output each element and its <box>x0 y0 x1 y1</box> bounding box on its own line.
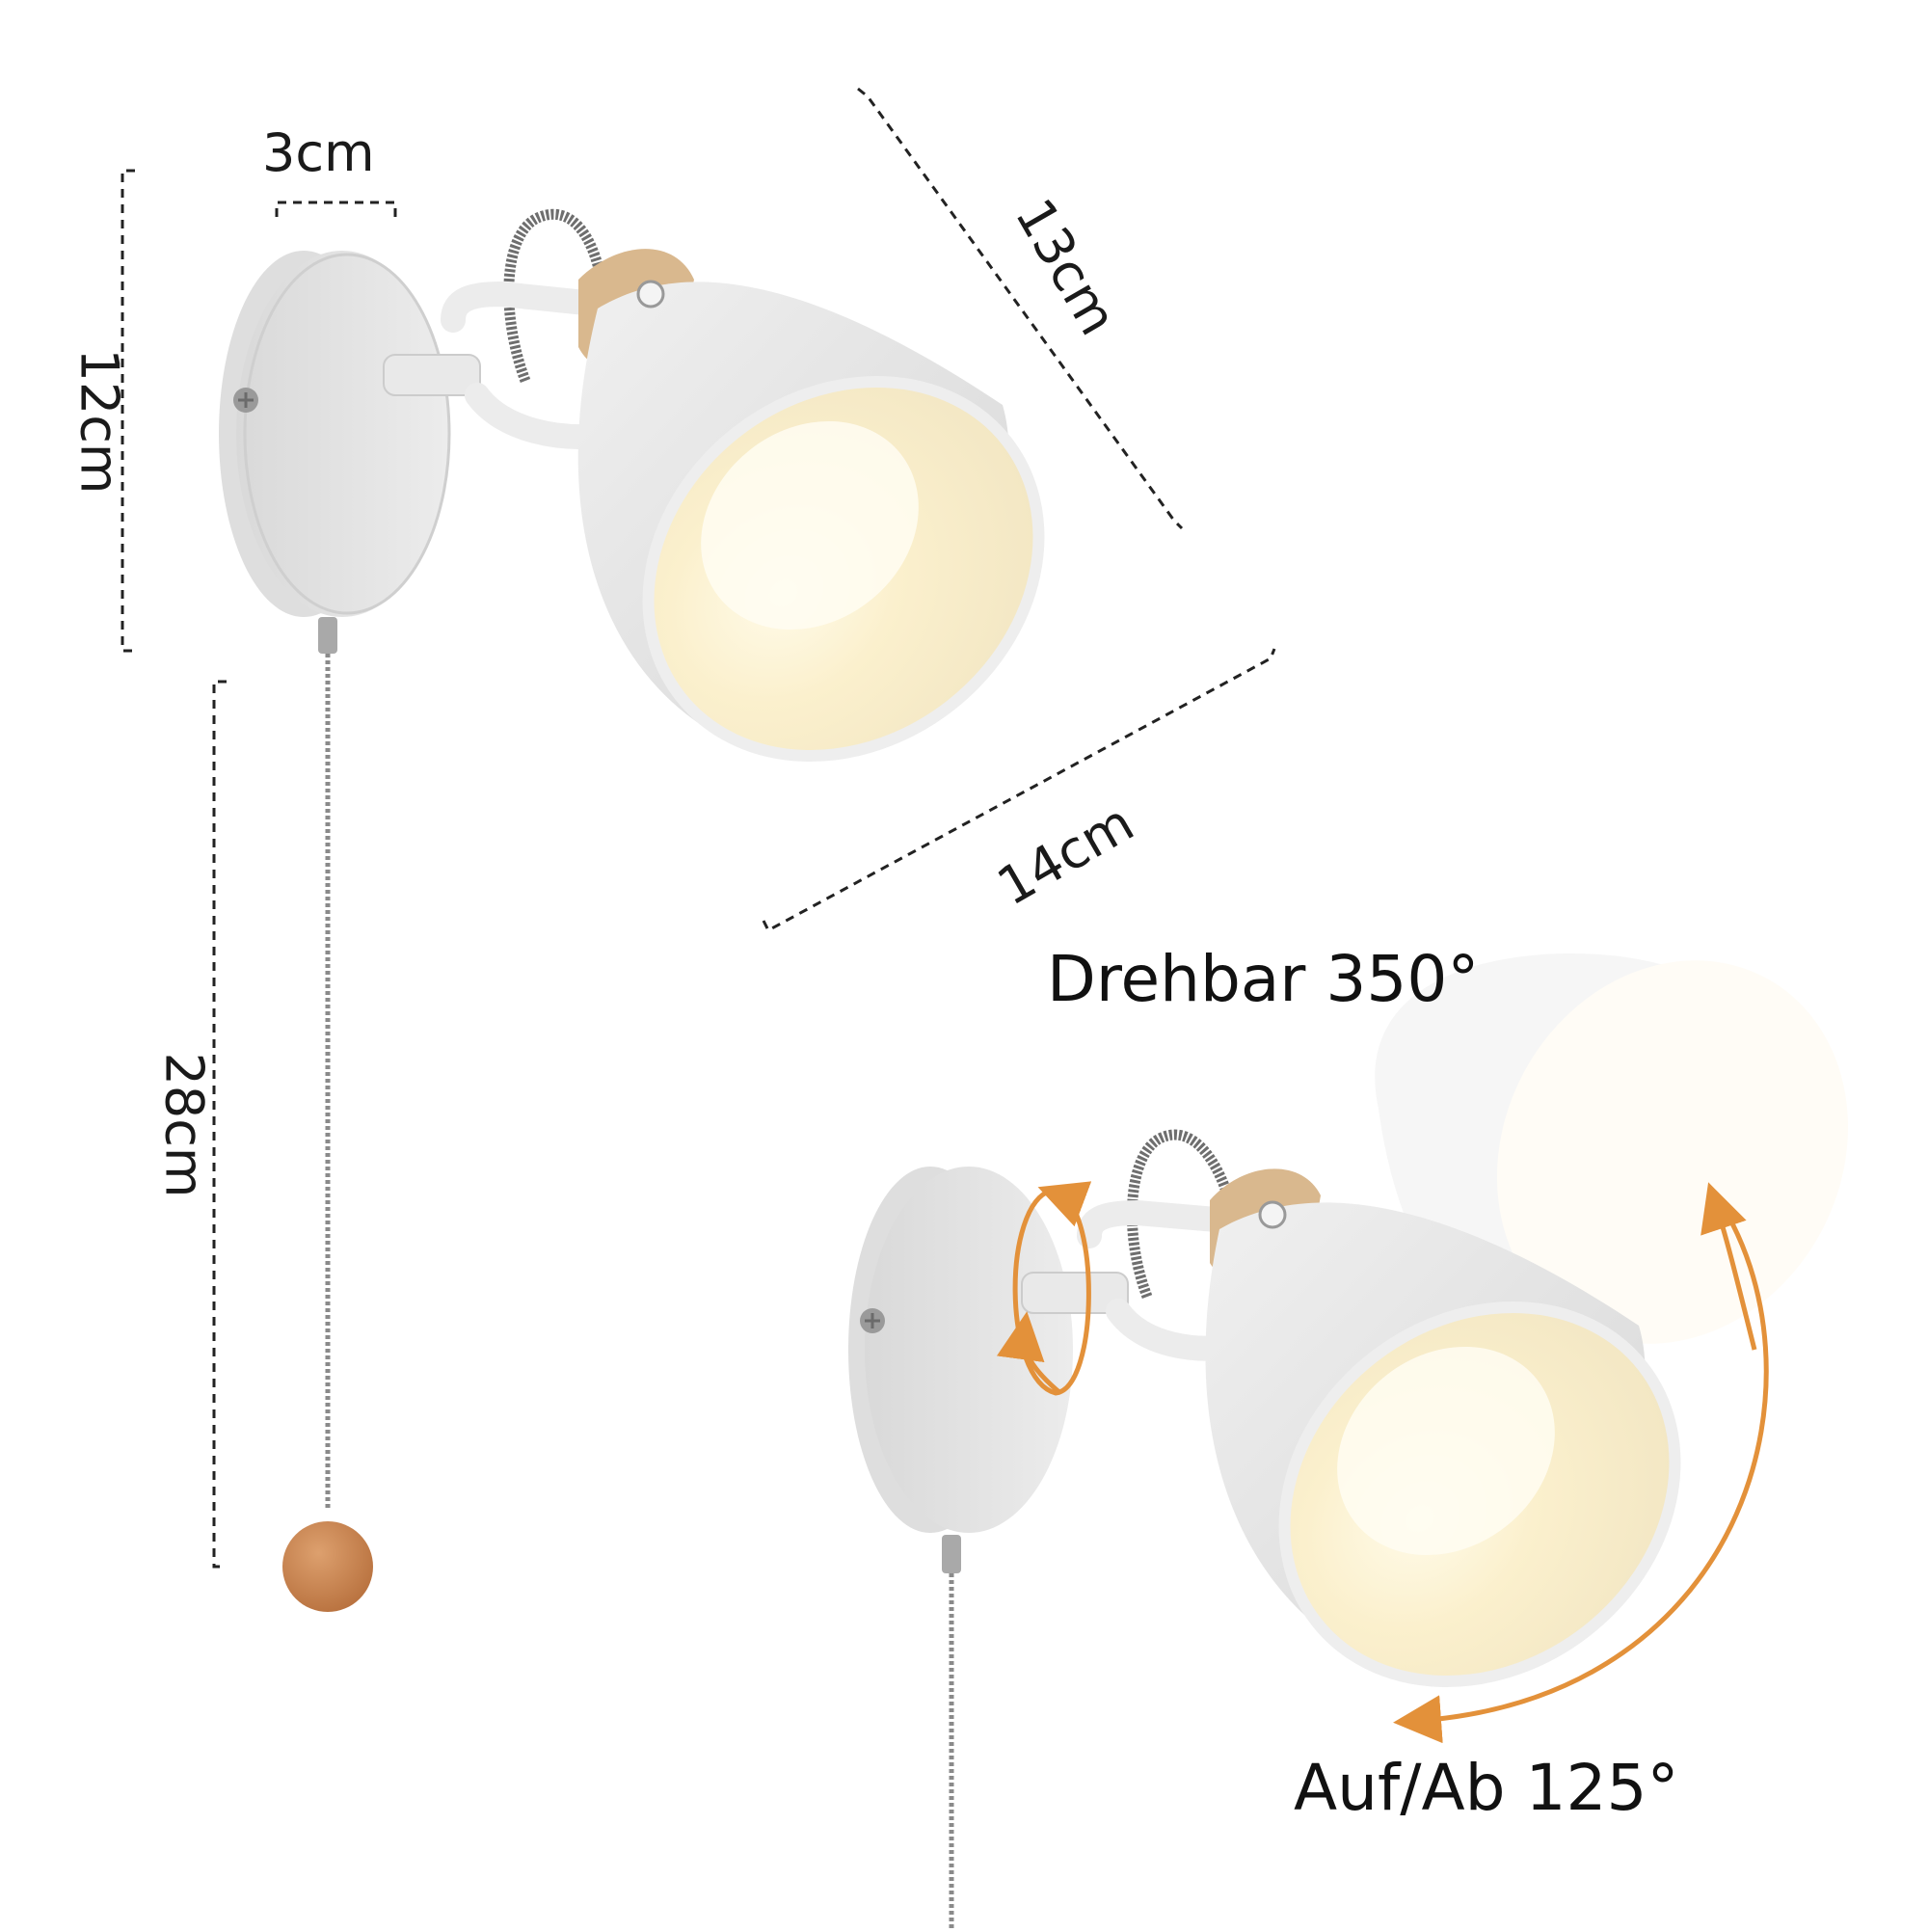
rotation-label: Drehbar 350° <box>1047 942 1480 1016</box>
pull-ball <box>282 1521 373 1612</box>
bulb-2 <box>1337 1346 1555 1556</box>
depth-dim-line <box>275 201 397 217</box>
dimension-lines <box>120 87 1276 1569</box>
tilt-arrow-icon <box>1393 1194 1769 1744</box>
height-label: 12cm <box>68 348 130 495</box>
arm-stem <box>383 354 481 396</box>
wall-plate-front <box>236 251 448 617</box>
pull-switch <box>318 617 337 654</box>
pivot-screw-icon <box>636 280 665 309</box>
tilt-label: Auf/Ab 125° <box>1294 1751 1679 1825</box>
height-dim-line <box>120 169 135 653</box>
rotate-arrow-icon <box>1012 1181 1092 1396</box>
cable-spring-2 <box>1126 1129 1235 1299</box>
rotate-arrow-icon-return <box>996 1311 1062 1395</box>
bulb <box>701 420 919 631</box>
pivot-screw-icon-2 <box>1258 1200 1287 1229</box>
projection-dim-line <box>762 648 1276 933</box>
tilt-arrow-icon-start <box>1700 1182 1757 1351</box>
lamp-main <box>219 209 1045 1612</box>
shade-dim-line <box>857 87 1184 530</box>
chain-length-label: 28cm <box>153 1052 215 1198</box>
wall-plate-rim <box>243 253 451 615</box>
lamp-rotation-demo <box>848 953 1849 1928</box>
depth-label: 3cm <box>262 122 375 183</box>
arm-stem-2 <box>1021 1272 1129 1314</box>
chain-dim-line <box>212 680 227 1569</box>
wall-plate-front-2 <box>865 1167 1073 1533</box>
pull-switch-2 <box>942 1535 961 1573</box>
